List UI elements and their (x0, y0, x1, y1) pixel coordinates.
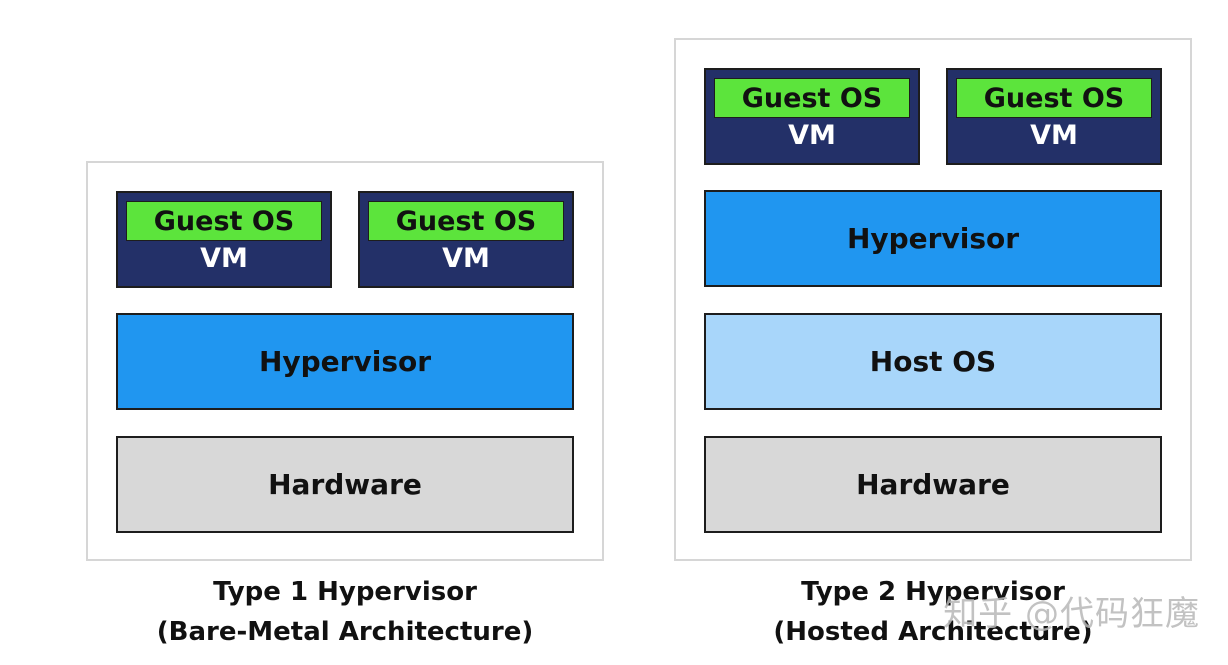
type2-vm-2-guest-os: Guest OS (956, 78, 1152, 118)
type2-caption: Type 2 Hypervisor (Hosted Architecture) (674, 572, 1192, 652)
type2-caption-title: Type 2 Hypervisor (801, 577, 1065, 607)
type1-hypervisor-label: Hypervisor (258, 345, 432, 378)
type1-hardware-layer: Hardware (116, 436, 574, 533)
type1-vm-2-label: VM (442, 242, 490, 274)
type2-diagram-panel: Guest OS VM Guest OS VM Hypervisor Host … (674, 38, 1192, 561)
type2-host-os-layer: Host OS (704, 313, 1162, 410)
type2-hardware-label: Hardware (856, 468, 1010, 501)
type2-vm-1-guest-os: Guest OS (714, 78, 910, 118)
zhihu-watermark: 知乎 @代码狂魔 (943, 594, 1200, 634)
type2-host-os-label: Host OS (869, 345, 997, 378)
type2-caption-subtitle: (Hosted Architecture) (773, 617, 1093, 647)
type1-hardware-label: Hardware (268, 468, 422, 501)
type2-vm-1: Guest OS VM (704, 68, 920, 165)
type2-vm-1-label: VM (788, 119, 836, 151)
type1-caption-subtitle: (Bare-Metal Architecture) (156, 617, 534, 647)
type1-vm-1: Guest OS VM (116, 191, 332, 288)
type1-caption: Type 1 Hypervisor (Bare-Metal Architectu… (86, 572, 604, 652)
type2-vm-2-label: VM (1030, 119, 1078, 151)
type1-vm-1-label: VM (200, 242, 248, 274)
type1-vm-2: Guest OS VM (358, 191, 574, 288)
type1-caption-title: Type 1 Hypervisor (213, 577, 477, 607)
type1-diagram-panel: Guest OS VM Guest OS VM Hypervisor Hardw… (86, 161, 604, 561)
type2-hypervisor-layer: Hypervisor (704, 190, 1162, 287)
type1-vm-2-guest-os: Guest OS (368, 201, 564, 241)
type1-hypervisor-layer: Hypervisor (116, 313, 574, 410)
type1-vm-1-guest-os: Guest OS (126, 201, 322, 241)
type2-hardware-layer: Hardware (704, 436, 1162, 533)
type2-hypervisor-label: Hypervisor (846, 222, 1020, 255)
type2-vm-2: Guest OS VM (946, 68, 1162, 165)
